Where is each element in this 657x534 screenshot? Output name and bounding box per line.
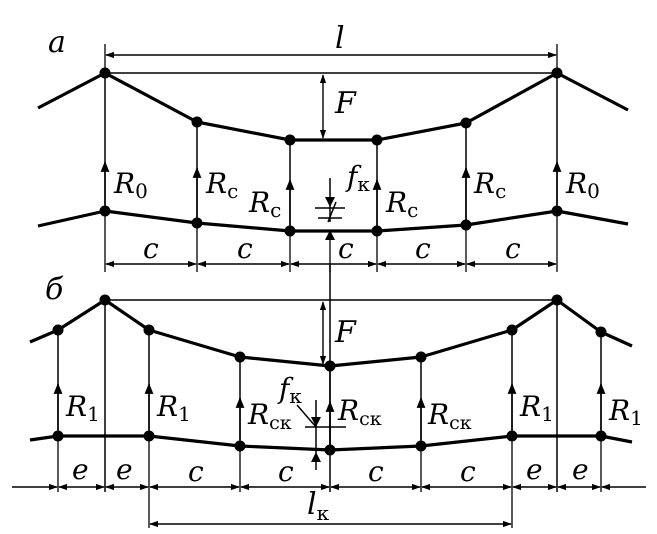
force-label-r1: R1 — [156, 390, 191, 426]
fk-arrowhead-down — [325, 197, 335, 207]
fk-label: fк — [277, 372, 302, 408]
spacing-label-c: c — [368, 455, 384, 488]
spacing-label-c: c — [460, 455, 476, 488]
span-l-label: l — [335, 21, 345, 56]
spacing-label-c: c — [415, 232, 431, 265]
fk-label: fк — [345, 160, 370, 196]
fk-arrowhead-down — [311, 417, 321, 427]
span-lk-label: lк — [307, 487, 330, 525]
fk-slash — [327, 201, 337, 223]
force-label-rck: Rск — [427, 398, 472, 434]
node-set-b — [52, 294, 607, 456]
contact-wire — [37, 209, 629, 233]
spacing-label-c: c — [338, 232, 354, 265]
panel-b: б — [12, 265, 646, 528]
force-label-rc: Rc — [385, 186, 418, 222]
panel-a-tag: а — [48, 25, 66, 60]
fk-leader — [296, 404, 317, 428]
spacing-label-c: c — [278, 455, 294, 488]
force-label-rc: Rc — [205, 167, 238, 203]
spacing-label-e: e — [116, 453, 133, 486]
force-label-rck: Rск — [247, 398, 292, 434]
carrier-cable — [37, 71, 629, 142]
force-label-r1: R1 — [608, 394, 643, 430]
force-label-rc: Rc — [248, 186, 281, 222]
panel-b-tag: б — [45, 272, 64, 307]
sag-f-label: F — [334, 86, 357, 121]
force-label-rck: Rск — [337, 394, 382, 430]
spacing-label-e: e — [526, 453, 543, 486]
sag-f-label: F — [334, 315, 357, 350]
spacing-label-c: c — [505, 232, 521, 265]
force-label-r1: R1 — [65, 390, 100, 426]
force-label-r1: R1 — [519, 390, 554, 426]
spacing-label-c: c — [237, 232, 253, 265]
force-label-r0: R0 — [565, 167, 600, 203]
force-label-rc: Rc — [473, 167, 506, 203]
spacing-label-c: c — [143, 232, 159, 265]
force-label-r0: R0 — [113, 167, 148, 203]
node-set-a — [99, 67, 563, 237]
spacing-label-e: e — [72, 453, 89, 486]
spacing-label-c: c — [188, 455, 204, 488]
carrier-cable — [29, 298, 633, 368]
spacing-label-e: e — [572, 453, 589, 486]
panel-a: а l — [37, 21, 629, 272]
fk-arrowhead-up — [311, 452, 321, 462]
